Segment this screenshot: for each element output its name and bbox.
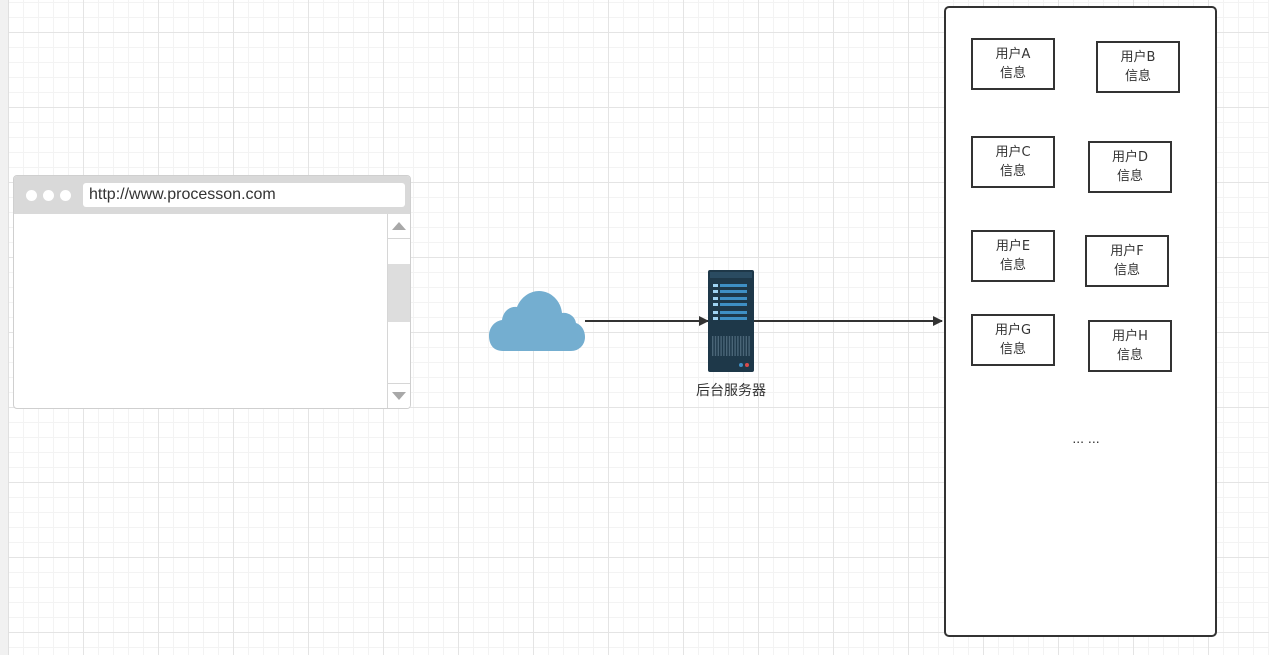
user-name: 用户H (1112, 329, 1148, 344)
user-name: 用户C (995, 145, 1031, 160)
more-users-ellipsis: ... ... (1072, 430, 1100, 446)
user-info: 信息 (999, 164, 1026, 179)
user-box-f[interactable]: 用户F 信息 (1085, 235, 1169, 287)
user-name: 用户G (994, 323, 1032, 338)
address-bar[interactable]: http://www.processon.com (83, 183, 405, 207)
browser-window[interactable]: http://www.processon.com (13, 175, 411, 409)
user-box-b[interactable]: 用户B 信息 (1096, 41, 1180, 93)
user-name: 用户F (1110, 244, 1144, 259)
browser-scrollbar[interactable] (387, 214, 410, 408)
user-info: 信息 (1113, 263, 1140, 278)
window-dot-icon (60, 190, 71, 201)
user-box-g[interactable]: 用户G 信息 (971, 314, 1055, 366)
window-dot-icon (43, 190, 54, 201)
user-name: 用户D (1111, 150, 1148, 165)
user-info: 信息 (999, 342, 1026, 357)
user-box-a[interactable]: 用户A 信息 (971, 38, 1055, 90)
canvas-left-edge (0, 0, 9, 655)
user-name: 用户A (995, 47, 1031, 62)
scroll-down-icon (392, 392, 406, 400)
scroll-thumb[interactable] (388, 264, 410, 322)
server-label: 后台服务器 (696, 383, 766, 399)
user-info: 信息 (1116, 169, 1143, 184)
user-box-e[interactable]: 用户E 信息 (971, 230, 1055, 282)
scroll-up-icon (392, 222, 406, 230)
user-info: 信息 (999, 66, 1026, 81)
cloud-icon[interactable] (489, 290, 585, 352)
scroll-up-button[interactable] (388, 214, 410, 239)
user-name: 用户E (995, 239, 1031, 254)
user-info: 信息 (1116, 348, 1143, 363)
scroll-down-button[interactable] (388, 383, 410, 408)
user-box-h[interactable]: 用户H 信息 (1088, 320, 1172, 372)
user-box-d[interactable]: 用户D 信息 (1088, 141, 1172, 193)
user-info: 信息 (1124, 69, 1151, 84)
user-box-c[interactable]: 用户C 信息 (971, 136, 1055, 188)
user-info: 信息 (999, 258, 1026, 273)
window-dot-icon (26, 190, 37, 201)
user-name: 用户B (1120, 50, 1156, 65)
server-icon[interactable] (708, 270, 754, 372)
browser-toolbar: http://www.processon.com (14, 176, 410, 214)
